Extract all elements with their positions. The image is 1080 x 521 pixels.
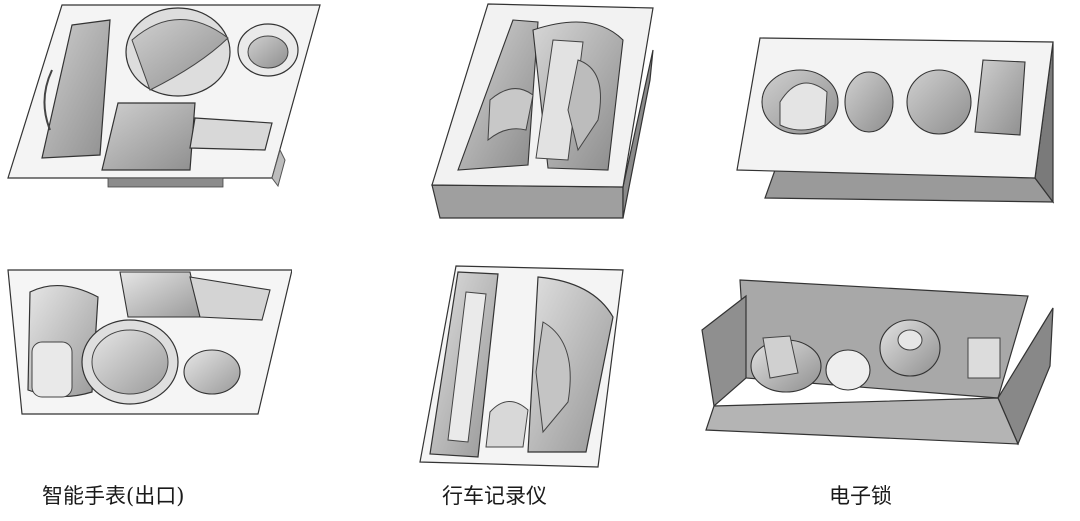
dashcam-tray-top-view-render [418, 0, 658, 222]
watch-tray-bottom-view-render [0, 262, 292, 442]
caption-smartwatch-export: 智能手表(出口) [42, 484, 185, 508]
dashcam-tray-bottom-view-render [418, 262, 628, 472]
lock-tray-top-view-render [735, 30, 1055, 208]
caption-electronic-lock: 电子锁 [829, 484, 892, 508]
caption-dashcam: 行车记录仪 [442, 484, 547, 508]
watch-tray-top-view-render [0, 0, 325, 196]
lock-tray-bottom-view-render [698, 278, 1055, 450]
